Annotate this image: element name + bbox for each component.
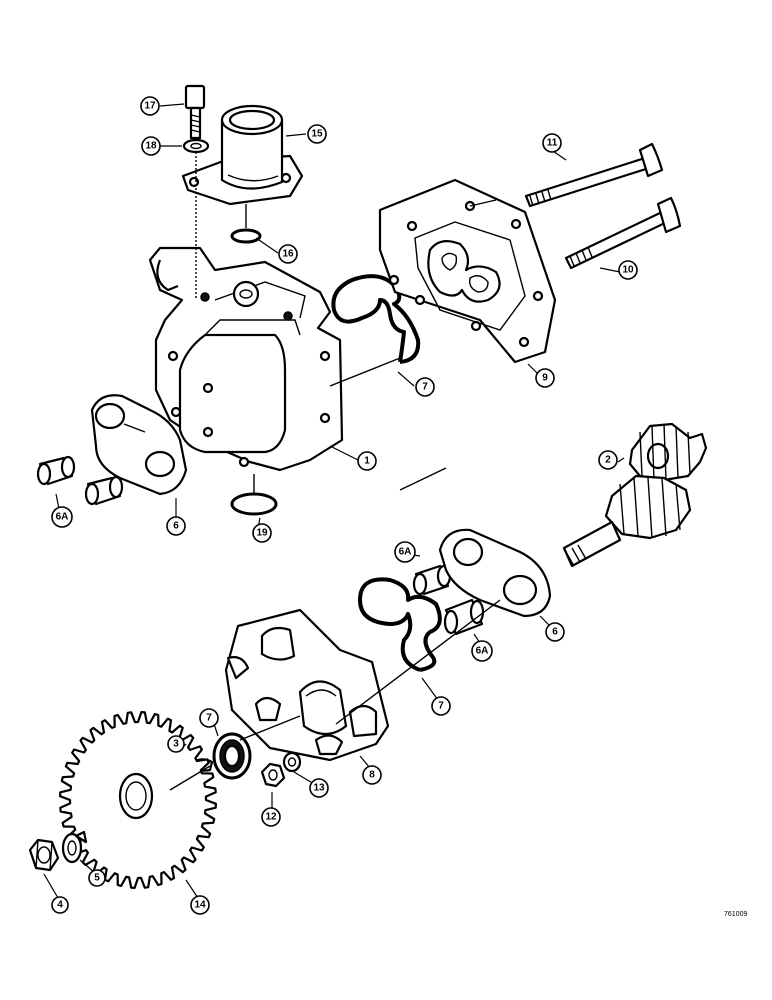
callout-6a-lower-1: 6A	[394, 541, 416, 563]
callout-17: 17	[140, 96, 160, 116]
svg-text:6A: 6A	[399, 547, 412, 558]
part-pump-body-1	[148, 246, 344, 472]
part-oring-19	[230, 492, 278, 516]
reference-code: 761009	[724, 911, 747, 918]
svg-text:12: 12	[265, 812, 277, 823]
svg-text:9: 9	[542, 373, 548, 384]
part-front-plate-8	[224, 608, 390, 762]
part-gear-shafts-2	[562, 422, 708, 568]
callout-4: 4	[51, 896, 69, 914]
callout-11: 11	[542, 133, 562, 153]
part-long-bolt-10	[564, 196, 682, 270]
svg-text:5: 5	[94, 873, 100, 884]
callout-7-upper: 7	[415, 377, 435, 397]
part-long-bolt-11	[524, 142, 664, 208]
svg-text:6A: 6A	[56, 512, 69, 523]
part-bushing-6a-lower-2	[443, 598, 485, 636]
svg-text:7: 7	[206, 713, 212, 724]
svg-text:13: 13	[313, 783, 325, 794]
svg-text:6: 6	[173, 521, 179, 532]
callout-6-upper: 6	[166, 516, 186, 536]
svg-text:10: 10	[622, 265, 634, 276]
part-drive-gear-14	[59, 711, 217, 889]
callout-13: 13	[309, 778, 329, 798]
part-nut-12	[260, 762, 286, 788]
callout-16: 16	[278, 244, 298, 264]
svg-text:19: 19	[256, 528, 268, 539]
part-tab-washer-5	[61, 830, 88, 864]
callout-5: 5	[88, 869, 106, 887]
part-sleeve-15	[181, 104, 304, 206]
part-nut-4	[28, 838, 60, 872]
svg-text:7: 7	[438, 701, 444, 712]
part-bushing-6a-upper-1	[36, 455, 76, 486]
svg-text:8: 8	[369, 770, 375, 781]
callout-6a-upper: 6A	[51, 506, 73, 528]
part-washer-18	[182, 138, 210, 154]
callout-7-middle: 7	[431, 696, 451, 716]
part-oring-16	[230, 228, 262, 244]
part-lip-seal-7	[212, 732, 252, 780]
callout-7-lower: 7	[199, 708, 219, 728]
svg-text:16: 16	[282, 249, 294, 260]
callout-10: 10	[618, 260, 638, 280]
callout-6a-lower-2: 6A	[471, 640, 493, 662]
callout-18: 18	[141, 136, 161, 156]
part-bearing-block-6-upper	[90, 394, 188, 496]
svg-text:3: 3	[173, 739, 179, 750]
svg-text:7: 7	[422, 382, 428, 393]
part-lockwasher-13	[282, 751, 302, 773]
callout-9: 9	[535, 368, 555, 388]
svg-text:6: 6	[552, 627, 558, 638]
part-bushing-6a-lower-1	[412, 564, 452, 596]
part-seal-7-middle	[358, 577, 442, 672]
svg-text:14: 14	[194, 900, 206, 911]
callout-3: 3	[167, 735, 185, 753]
alignment-lines	[169, 152, 501, 791]
svg-text:1: 1	[364, 456, 370, 467]
part-bushing-6a-upper-2	[84, 475, 124, 506]
callout-1: 1	[357, 451, 377, 471]
callout-8: 8	[362, 765, 382, 785]
part-bearing-block-6-lower	[438, 528, 552, 618]
callout-14: 14	[190, 895, 210, 915]
svg-text:17: 17	[144, 101, 156, 112]
svg-text:6A: 6A	[476, 646, 489, 657]
callout-15: 15	[307, 124, 327, 144]
svg-text:11: 11	[547, 138, 558, 149]
part-end-plate-9	[378, 178, 557, 364]
svg-text:15: 15	[311, 129, 323, 140]
svg-text:4: 4	[57, 900, 63, 911]
svg-text:2: 2	[605, 455, 611, 466]
callout-6-lower: 6	[545, 622, 565, 642]
callout-12: 12	[261, 807, 281, 827]
part-seal-7-upper	[331, 274, 421, 364]
callout-2: 2	[598, 450, 618, 470]
svg-text:18: 18	[145, 141, 157, 152]
part-bolt-17	[184, 84, 206, 140]
callout-19: 19	[252, 523, 272, 543]
